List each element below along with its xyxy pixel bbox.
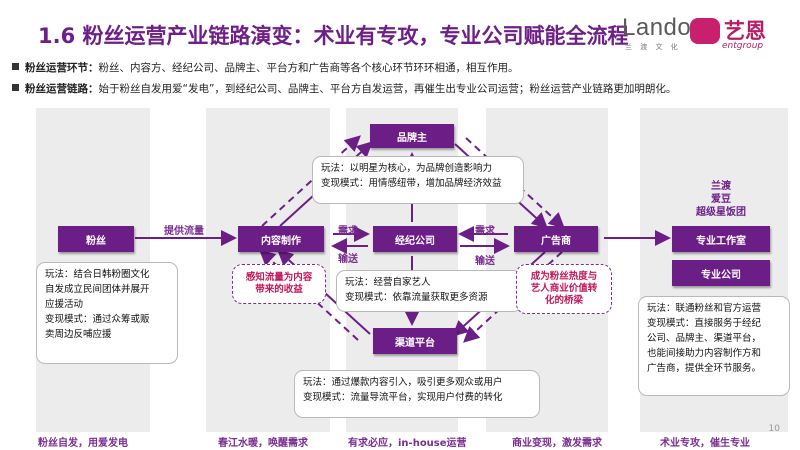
note-line: 自发成立民间团体并展开 — [45, 284, 150, 295]
note-line: 玩法：经营自家艺人 — [345, 277, 431, 288]
note-line: 感知流量为内容 — [245, 272, 313, 283]
note-line: 变现模式：依靠流量获取更多资源 — [345, 292, 488, 303]
node-agency: 经纪公司 — [373, 226, 457, 252]
bullet-label: 粉丝运营链路： — [25, 83, 99, 95]
node-company: 专业公司 — [672, 260, 770, 286]
studio-name-list: 兰渡 爱豆 超级星饭团 — [690, 180, 752, 219]
note-line: 变现模式：通过众筹或贩 — [45, 314, 150, 325]
note-fans: 玩法：结合日韩粉圈文化 自发成立民间团体并展开 应援活动 变现模式：通过众筹或贩… — [36, 262, 178, 364]
bullet-text: 粉丝、内容方、经纪公司、品牌主、平台方和广告商等各个核心环节环环相通，相互作用。 — [98, 62, 519, 74]
note-line: 艺人商业价值转 — [530, 283, 598, 294]
note-company: 玩法：联通粉丝和官方运营 变现模式：直接服务于经纪 公司、品牌主、渠道平台， 也… — [638, 296, 790, 396]
note-line: 玩法：以明星为核心，为品牌创造影响力 — [321, 163, 493, 174]
note-agency: 玩法：经营自家艺人 变现模式：依靠流量获取更多资源 — [336, 270, 522, 312]
note-line: 公司、品牌主、渠道平台， — [647, 333, 762, 344]
note-line: 广告商，提供全环节服务。 — [647, 363, 762, 374]
stage-footer: 粉丝自发，用爱发电 — [38, 438, 128, 449]
note-line: 变现模式：用情感纽带，增加品牌经济效益 — [321, 178, 502, 189]
lando-logo: Lando — [622, 14, 692, 41]
node-content-production: 内容制作 — [238, 226, 324, 252]
note-line: 变现模式：流量导流平台，实现用户付费的转化 — [303, 392, 503, 403]
bullet-square-icon — [12, 84, 19, 91]
node-platform: 渠道平台 — [373, 328, 457, 354]
node-advertiser: 广告商 — [514, 226, 598, 252]
edge-label-supply: 输送 — [475, 256, 495, 267]
page-title: 1.6 粉丝运营产业链路演变：术业有专攻，专业公司赋能全流程 — [38, 24, 629, 48]
bullet-square-icon — [12, 63, 19, 70]
note-line: 卖周边反哺应援 — [45, 329, 112, 340]
note-line: 玩法：结合日韩粉圈文化 — [45, 269, 150, 280]
note-line: 应援活动 — [45, 299, 84, 310]
bullet-item: 粉丝运营链路：始于粉丝自发用爱“发电”，到经纪公司、品牌主、平台方自发运营，再催… — [12, 81, 676, 96]
edge-label-demand: 需求 — [338, 226, 358, 237]
page-number: 10 — [768, 424, 780, 434]
stage-footer: 春江水暖，唤醒需求 — [218, 438, 308, 449]
note-line: 玩法：通过爆款内容引入，吸引更多观众或用户 — [303, 377, 503, 388]
bullet-label: 粉丝运营环节： — [25, 62, 99, 74]
lando-logo-subtitle: 兰 渡 文 化 — [625, 43, 681, 51]
note-line: 成为粉丝热度与 — [530, 271, 598, 282]
note-line: 化的桥梁 — [544, 295, 583, 306]
bullet-item: 粉丝运营环节：粉丝、内容方、经纪公司、品牌主、平台方和广告商等各个核心环节环环相… — [12, 60, 519, 75]
note-line: 变现模式：直接服务于经纪 — [647, 318, 762, 329]
node-brand: 品牌主 — [370, 124, 454, 148]
edge-label-provide-traffic: 提供流量 — [164, 226, 204, 237]
node-studio: 专业工作室 — [672, 226, 770, 252]
note-brand: 玩法：以明星为核心，为品牌创造影响力 变现模式：用情感纽带，增加品牌经济效益 — [312, 156, 524, 204]
studio-name: 兰渡 — [711, 181, 731, 192]
note-line: 玩法：联通粉丝和官方运营 — [647, 303, 762, 314]
entgroup-logo-en: entgroup — [722, 41, 764, 51]
note-platform: 玩法：通过爆款内容引入，吸引更多观众或用户 变现模式：流量导流平台，实现用户付费… — [294, 370, 540, 418]
edge-label-demand: 需求 — [475, 226, 495, 237]
note-content-benefit: 感知流量为内容 带来的收益 — [232, 264, 326, 304]
stage-footer: 术业专攻，催生专业 — [660, 438, 750, 449]
note-line: 也能间接助力内容制作方和 — [647, 348, 762, 359]
edge-label-supply: 输送 — [338, 254, 358, 265]
note-advertiser-bridge: 成为粉丝热度与 艺人商业价值转 化的桥梁 — [516, 264, 612, 314]
bullet-text: 始于粉丝自发用爱“发电”，到经纪公司、品牌主、平台方自发运营，再催生出专业公司运… — [98, 83, 677, 95]
entgroup-logo-icon — [690, 18, 720, 44]
note-line: 带来的收益 — [255, 284, 303, 295]
studio-name: 超级星饭团 — [696, 207, 746, 218]
entgroup-logo-cn: 艺恩 — [724, 19, 766, 43]
studio-name: 爱豆 — [711, 194, 731, 205]
stage-footer: 商业变现，激发需求 — [512, 438, 602, 449]
node-fans: 粉丝 — [58, 226, 134, 252]
stage-footer: 有求必应，in-house运营 — [348, 438, 467, 449]
